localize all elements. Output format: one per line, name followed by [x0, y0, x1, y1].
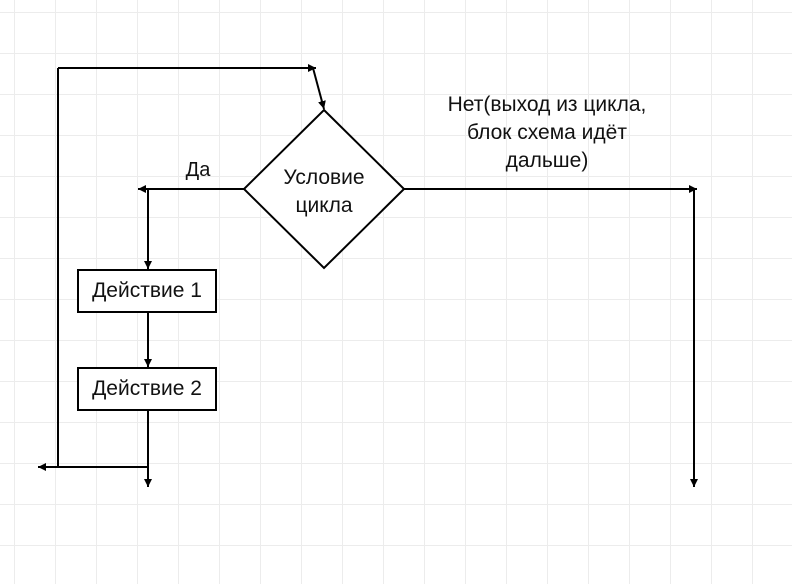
loop-into-decision-arrow — [312, 67, 326, 110]
action-1-box — [77, 269, 217, 313]
action-2-label: Действие 2 — [92, 377, 202, 400]
decision-diamond — [242, 108, 406, 270]
no-label-line3: дальше) — [505, 149, 589, 172]
no-label: Нет(выход из цикла, блок схема идёт даль… — [412, 91, 682, 175]
decision-label: Условие цикла — [264, 164, 384, 220]
no-label-line1: Нет(выход из цикла, — [447, 93, 647, 116]
action-1-label: Действие 1 — [92, 279, 202, 302]
decision-label-line1: Условие — [283, 166, 365, 189]
no-label-line2: блок схема идёт — [467, 121, 627, 144]
decision-label-line2: цикла — [295, 194, 353, 217]
yes-label: Да — [185, 159, 211, 181]
